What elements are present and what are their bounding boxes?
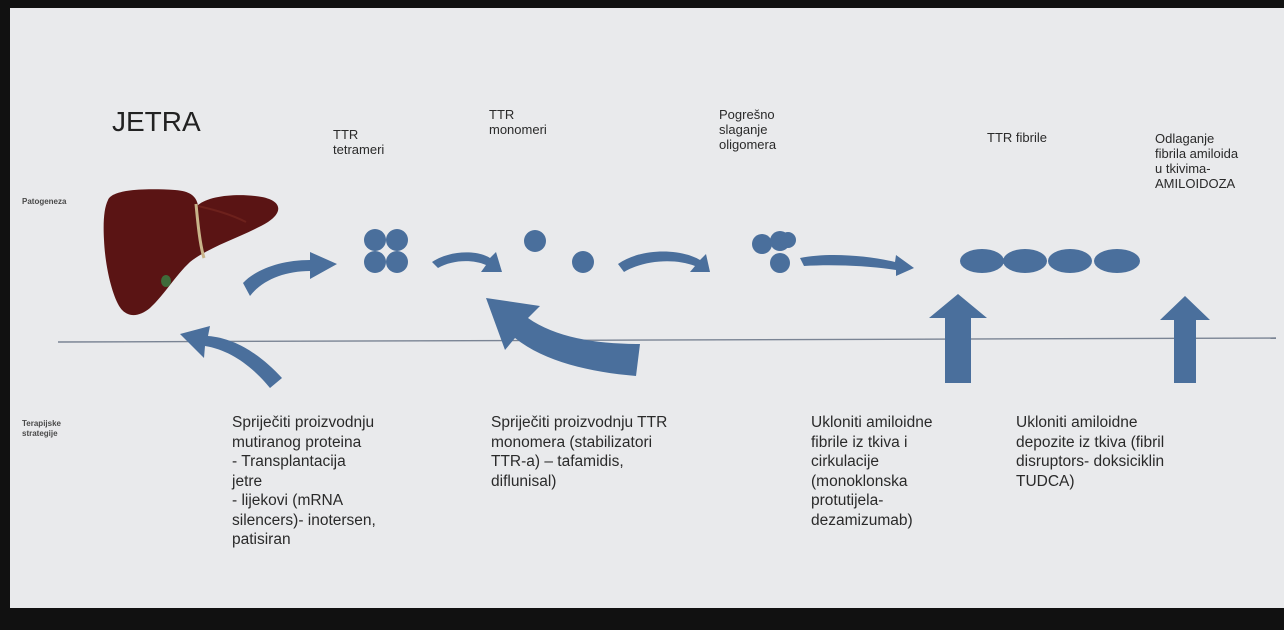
curved-arrow-1-icon (243, 252, 337, 296)
oligomer-shape (752, 231, 796, 273)
therapy-curved-arrow-left-icon (180, 326, 282, 388)
stage-label-monomers: TTR monomeri (489, 107, 547, 137)
therapy-curved-arrow-big-icon (486, 298, 640, 376)
slide-background (10, 8, 1284, 608)
ttr-tetramer-shape (364, 229, 408, 273)
stage-label-deposition: Odlaganje fibrila amiloida u tkivima- AM… (1155, 131, 1239, 191)
liver-title: JETRA (112, 106, 201, 137)
curved-arrow-2-icon (432, 252, 502, 272)
therapy-strategy-4: Ukloniti amiloidne depozite iz tkiva (fi… (1016, 414, 1165, 490)
stage-label-oligomers: Pogrešno slaganje oligomera (719, 107, 777, 152)
therapy-strategy-3: Ukloniti amiloidne fibrile iz tkiva i ci… (811, 414, 933, 529)
divider-line (57, 337, 1277, 343)
ttr-fibril-shape (960, 249, 1140, 273)
therapy-up-arrow-1-icon (929, 294, 987, 383)
curved-arrow-3-icon (618, 251, 710, 272)
pathogenesis-side-label: Patogeneza (22, 197, 67, 206)
therapy-strategy-1: Spriječiti proizvodnju mutiranog protein… (232, 414, 376, 548)
stage-label-fibrils: TTR fibrile (987, 130, 1047, 145)
therapy-up-arrow-2-icon (1160, 296, 1210, 383)
liver-image (103, 189, 279, 316)
curved-arrow-4-icon (800, 255, 914, 276)
stage-label-tetramers: TTR tetrameri (333, 127, 385, 157)
ttr-monomer-shape (524, 230, 594, 273)
therapy-side-label: Terapijske strategije (22, 419, 61, 438)
therapy-strategy-2: Spriječiti proizvodnju TTR monomera (sta… (491, 414, 668, 490)
